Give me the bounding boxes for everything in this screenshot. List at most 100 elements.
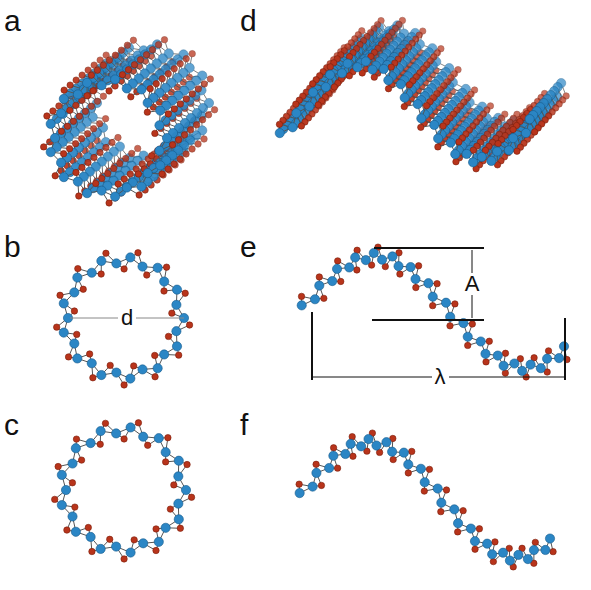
wave-sheet-strand (307, 17, 570, 136)
oxygen-atom (135, 171, 141, 177)
metal-atom (162, 133, 171, 142)
oxygen-atom (115, 181, 121, 187)
oxygen-atom (67, 107, 73, 113)
oxygen-atom (110, 165, 116, 171)
oxygen-atom (100, 62, 106, 68)
oxygen-atom (91, 87, 97, 93)
oxygen-atom (211, 107, 217, 113)
wave-sheet-strand (303, 21, 566, 140)
oxygen-atom (116, 160, 122, 166)
tube-ring (64, 51, 199, 186)
metal-atom (50, 133, 59, 142)
oxygen-atom (106, 88, 112, 94)
oxygen-atom (131, 61, 137, 67)
metal-atom (46, 119, 55, 128)
oxygen-atom (147, 85, 153, 91)
oxygen-atom (165, 111, 171, 117)
oxygen-atom (85, 159, 91, 165)
oxygen-atom (61, 87, 67, 93)
tube-ring (70, 46, 205, 181)
oxygen-atom (175, 137, 181, 143)
oxygen-atom (171, 161, 177, 167)
oxygen-atom (143, 51, 149, 57)
wave-sheet-strand (296, 29, 559, 148)
oxygen-atom (90, 88, 96, 94)
oxygen-atom (40, 144, 46, 150)
oxygen-atom (189, 50, 195, 56)
tube-ring (76, 41, 211, 176)
metal-atom (155, 121, 164, 130)
wave-sheet-strand (300, 25, 563, 144)
tube-ring (40, 71, 175, 206)
oxygen-atom (67, 82, 73, 88)
oxygen-atom (128, 150, 134, 156)
tube-ring (52, 61, 187, 196)
oxygen-atom (92, 180, 98, 186)
metal-atom (155, 146, 164, 155)
metal-atom (156, 106, 165, 115)
oxygen-atom (189, 91, 195, 97)
oxygen-atom (121, 176, 127, 182)
oxygen-atom (76, 193, 82, 199)
oxygen-atom (189, 146, 195, 152)
oxygen-atom (73, 169, 79, 175)
oxygen-atom (98, 175, 104, 181)
wave-sheet-strand (289, 37, 552, 156)
oxygen-atom (60, 150, 66, 156)
oxygen-atom (124, 42, 130, 48)
oxygen-atom (127, 171, 133, 177)
oxygen-atom (88, 72, 94, 78)
atom-chains (40, 17, 570, 570)
oxygen-atom (84, 93, 90, 99)
metal-atom (122, 84, 131, 93)
oxygen-atom (159, 171, 165, 177)
oxygen-atom (78, 135, 84, 141)
oxygen-atom (94, 67, 100, 73)
oxygen-atom (144, 109, 150, 115)
oxygen-atom (84, 130, 90, 136)
oxygen-atom (88, 103, 94, 109)
oxygen-atom (104, 170, 110, 176)
oxygen-atom (201, 136, 207, 142)
oxygen-atom (58, 128, 64, 134)
oxygen-atom (73, 102, 79, 108)
oxygen-atom (171, 65, 177, 71)
wave-sheet-strand (293, 33, 556, 152)
oxygen-atom (153, 80, 159, 86)
oxygen-atom (207, 76, 213, 82)
oxygen-atom (177, 101, 183, 107)
oxygen-atom (137, 56, 143, 62)
oxygen-atom (73, 77, 79, 83)
tube-ring (46, 66, 181, 201)
wave-sheet-strand (286, 41, 549, 160)
oxygen-atom (125, 66, 131, 72)
metal-atom (137, 182, 146, 191)
oxygen-atom (72, 140, 78, 146)
oxygen-atom (136, 192, 142, 198)
oxygen-atom (130, 37, 136, 43)
oxygen-atom (187, 127, 193, 133)
metal-atom (73, 177, 82, 186)
oxygen-atom (97, 149, 103, 155)
oxygen-atom (106, 200, 112, 206)
oxygen-atom (56, 103, 62, 109)
oxygen-atom (119, 71, 125, 77)
oxygen-atom (118, 47, 124, 53)
oxygen-atom (70, 118, 76, 124)
oxygen-atom (195, 86, 201, 92)
metal-atom (156, 161, 165, 170)
oxygen-atom (103, 144, 109, 150)
metal-atom (46, 148, 55, 157)
oxygen-atom (64, 123, 70, 129)
oxygen-atom (183, 96, 189, 102)
oxygen-atom (171, 106, 177, 112)
oxygen-atom (106, 57, 112, 63)
metal-atom (73, 90, 82, 99)
oxygen-atom (183, 151, 189, 157)
oxygen-atom (90, 125, 96, 131)
metal-atom (82, 189, 91, 198)
oxygen-atom (181, 132, 187, 138)
oxygen-atom (165, 70, 171, 76)
